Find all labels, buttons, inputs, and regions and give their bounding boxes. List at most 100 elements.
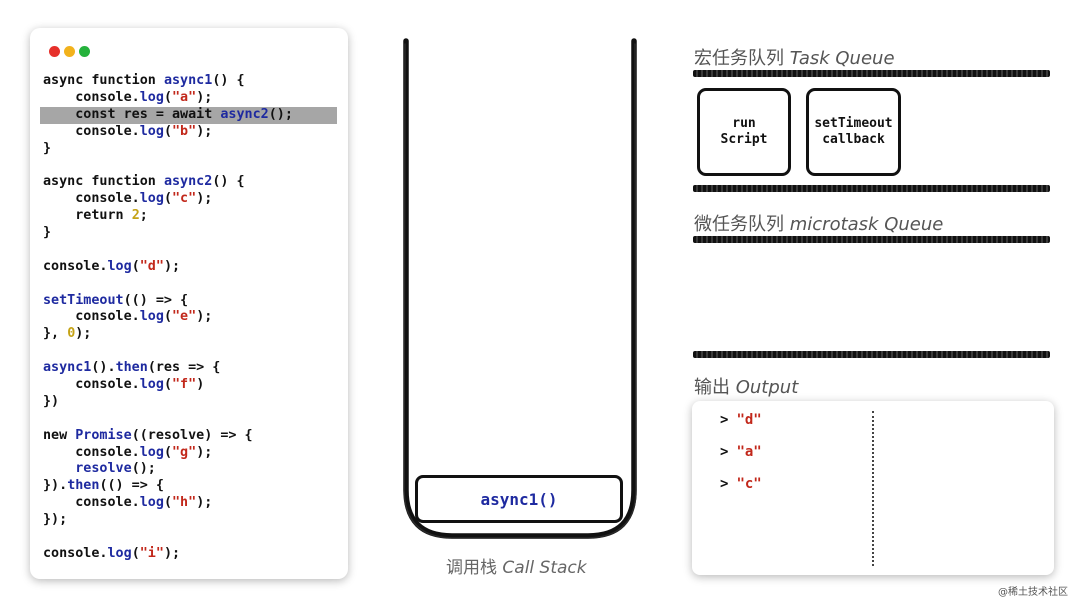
code-token: console. <box>43 545 108 561</box>
code-line: }).then(() => { <box>43 478 337 495</box>
call-stack-label-en: Call Stack <box>502 558 587 578</box>
code-token: console. <box>43 444 140 460</box>
code-line: }, 0); <box>43 326 337 343</box>
code-token: ; <box>139 208 148 224</box>
code-line: console.log("d"); <box>43 259 337 276</box>
close-dot-icon[interactable] <box>49 46 60 57</box>
call-stack-label: 调用栈 Call Stack <box>446 553 587 578</box>
code-token: ); <box>196 495 213 511</box>
code-line: console.log("i"); <box>43 546 337 563</box>
code-token: ((resolve) => { <box>131 427 253 443</box>
output-divider <box>872 411 874 566</box>
output-title-en: Output <box>735 377 799 398</box>
code-token: "f" <box>172 377 197 393</box>
code-token: console. <box>43 123 140 139</box>
call-stack-label-cn: 调用栈 <box>446 558 497 578</box>
code-token: ( <box>163 444 172 460</box>
code-token: (() => { <box>123 292 189 308</box>
code-line: }) <box>43 394 337 411</box>
output-line: > "a" <box>720 444 762 460</box>
code-line <box>43 242 337 259</box>
task-run-script-label: run Script <box>720 116 768 147</box>
code-line: async1().then(res => { <box>43 360 337 377</box>
code-token <box>43 461 75 476</box>
code-token: "a" <box>172 89 197 105</box>
code-line: }); <box>43 512 337 529</box>
output-value: "d" <box>736 412 762 428</box>
code-token: console. <box>43 191 140 207</box>
code-token: log <box>139 89 164 105</box>
code-token: setTimeout <box>43 292 124 308</box>
output-title-cn: 输出 <box>694 377 730 398</box>
task-settimeout-callback-label: setTimeout callback <box>814 116 893 147</box>
code-line: console.log("e"); <box>43 309 337 326</box>
code-token: (). <box>91 360 116 376</box>
prompt-icon: > <box>720 412 729 428</box>
code-token: async1 <box>43 360 92 376</box>
code-token: log <box>139 444 164 460</box>
code-token: then <box>67 478 100 494</box>
maximize-dot-icon[interactable] <box>79 46 90 57</box>
code-line: setTimeout(() => { <box>43 293 337 310</box>
code-token: ); <box>196 123 213 139</box>
code-line: return 2; <box>43 208 337 225</box>
code-token: ( <box>163 495 172 511</box>
microtask-queue-title-en: microtask Queue <box>789 214 944 235</box>
output-title: 输出 Output <box>694 373 798 399</box>
code-line: new Promise((resolve) => { <box>43 428 337 445</box>
code-token: (); <box>131 461 156 477</box>
code-token: (() => { <box>99 478 164 494</box>
task-run-script: run Script <box>697 88 791 176</box>
code-token: Promise <box>75 427 132 443</box>
code-line: resolve(); <box>43 461 337 478</box>
code-line: } <box>43 141 337 158</box>
task-queue-title: 宏任务队列 Task Queue <box>694 44 895 70</box>
code-line <box>43 276 337 293</box>
code-line: console.log("g"); <box>43 445 337 462</box>
microtask-queue-title-cn: 微任务队列 <box>694 214 784 235</box>
call-stack-frame: async1() <box>415 475 623 523</box>
code-token: } <box>43 140 52 156</box>
code-token: ); <box>163 545 181 561</box>
code-token: ) <box>196 377 205 393</box>
code-line: console.log("a"); <box>43 90 337 107</box>
code-token: log <box>107 545 132 561</box>
code-line: console.log("h"); <box>43 495 337 512</box>
minimize-dot-icon[interactable] <box>64 46 75 57</box>
call-stack-frame-label: async1() <box>480 489 558 509</box>
code-token: }). <box>43 478 68 494</box>
code-token: () { <box>212 73 245 88</box>
code-token: log <box>139 495 164 511</box>
watermark: @稀土技术社区 <box>998 587 1068 598</box>
window-controls <box>49 46 90 57</box>
code-token: console. <box>43 309 140 325</box>
code-token: console. <box>43 495 140 511</box>
task-queue-top-rail <box>693 70 1050 77</box>
task-queue-title-cn: 宏任务队列 <box>694 48 784 69</box>
code-token: ( <box>163 89 172 105</box>
task-queue-bottom-rail <box>693 185 1050 192</box>
microtask-queue-title: 微任务队列 microtask Queue <box>694 210 943 236</box>
code-line: } <box>43 225 337 242</box>
code-block: async function async1() { console.log("a… <box>40 73 337 563</box>
output-value: "a" <box>736 444 762 460</box>
call-stack-container <box>403 38 637 539</box>
code-token: ); <box>196 191 213 207</box>
prompt-icon: > <box>720 444 729 460</box>
code-token: ); <box>163 258 181 274</box>
code-token: ( <box>163 123 172 139</box>
code-token: console. <box>43 89 140 105</box>
code-token: ); <box>196 309 213 325</box>
code-token: log <box>139 377 164 393</box>
code-token: then <box>115 360 148 376</box>
code-token: async function <box>43 73 164 88</box>
code-token: ( <box>131 258 140 274</box>
code-token: console. <box>43 258 108 274</box>
code-line: console.log("c"); <box>43 191 337 208</box>
code-token: }, <box>43 326 68 342</box>
code-token: () { <box>212 174 245 190</box>
code-panel: async function async1() { console.log("a… <box>30 28 348 579</box>
task-queue-title-en: Task Queue <box>789 48 895 69</box>
code-token: "g" <box>172 444 197 460</box>
output-panel: >"d" >"a" >"c" <box>692 401 1054 575</box>
